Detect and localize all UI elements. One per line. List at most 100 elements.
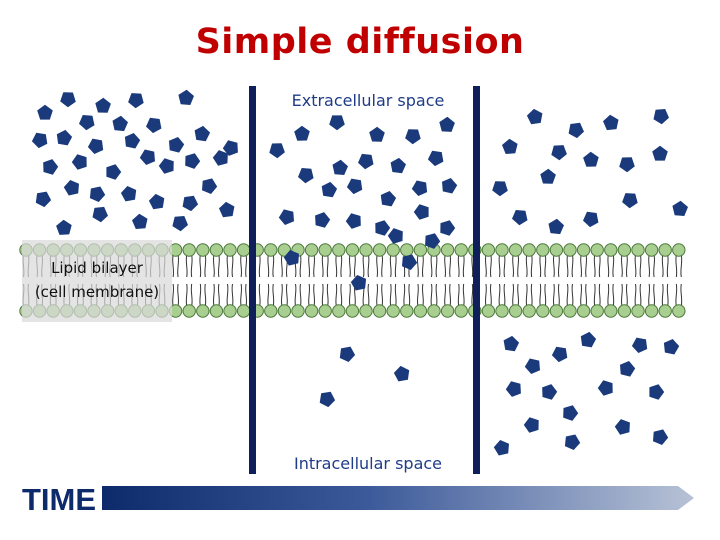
panel-divider-right: [473, 86, 480, 474]
lipid-tails: [484, 254, 492, 307]
solute-molecule: [339, 346, 356, 362]
lipid-tails: [675, 254, 683, 307]
solute-molecule: [402, 254, 418, 270]
solute-molecule: [405, 129, 421, 145]
solute-molecule: [620, 361, 636, 377]
solute-molecule: [169, 137, 185, 153]
solute-molecule: [56, 219, 72, 235]
lipid-head: [182, 243, 196, 257]
solute-molecule: [542, 384, 558, 400]
lipid-tails: [280, 254, 288, 307]
solute-molecule: [502, 138, 518, 154]
solute-molecule: [672, 200, 688, 216]
lipid-tails: [566, 254, 574, 307]
extracellular-label: Extracellular space: [292, 91, 445, 110]
lipid-tails: [389, 254, 397, 307]
solute-molecule: [503, 335, 520, 352]
lipid-head: [576, 304, 591, 318]
lipid-tails: [444, 254, 452, 307]
lipid-head: [236, 243, 251, 257]
lipid-head: [400, 304, 414, 318]
solute-molecule: [158, 158, 174, 174]
solute-molecule: [63, 180, 79, 196]
solute-molecule: [597, 380, 613, 396]
solute-molecule: [551, 346, 568, 363]
lipid-tails: [607, 254, 615, 307]
lipid-head: [223, 243, 237, 257]
solute-molecule: [390, 157, 406, 174]
lipid-tails: [634, 254, 642, 307]
lipid-head: [196, 243, 210, 257]
solute-molecule: [298, 168, 314, 184]
lipid-tails: [416, 254, 424, 307]
lipid-head: [604, 243, 618, 257]
lipid-head: [617, 243, 632, 257]
solute-molecule: [182, 195, 199, 212]
solute-molecule: [652, 145, 668, 161]
lipid-head: [440, 304, 455, 318]
lipid-head: [236, 304, 251, 318]
lipid-head: [563, 304, 577, 318]
solute-molecule: [172, 216, 188, 232]
lipid-head: [658, 304, 672, 318]
lipid-head: [359, 243, 373, 257]
lipid-head: [440, 243, 455, 257]
solute-molecule: [492, 181, 508, 197]
solute-molecule: [332, 159, 348, 175]
lipid-tails: [539, 254, 547, 307]
lipid-head: [372, 243, 387, 257]
solute-molecule: [124, 133, 141, 149]
lipid-head: [209, 243, 224, 257]
lipid-tails: [294, 254, 302, 307]
lipid-head: [196, 304, 210, 318]
lipid-head: [522, 243, 536, 257]
solute-molecule: [139, 149, 155, 165]
solute-molecule: [663, 339, 680, 355]
lipid-head: [209, 304, 224, 318]
lipid-tails: [457, 254, 465, 307]
lipid-head: [345, 243, 360, 257]
solute-molecule: [442, 178, 458, 194]
lipid-head: [672, 243, 686, 257]
solute-molecule: [31, 132, 48, 149]
lipid-tails: [348, 254, 356, 307]
solute-molecule: [92, 206, 108, 223]
solute-molecule: [583, 151, 599, 167]
lipid-tails: [512, 254, 520, 307]
lipid-tails: [648, 254, 656, 307]
lipid-tails: [376, 254, 384, 307]
solute-molecule: [319, 391, 336, 408]
lipid-head: [372, 304, 387, 318]
solute-molecule: [411, 180, 428, 196]
solute-molecule: [87, 138, 104, 154]
lipid-head: [454, 243, 468, 257]
solute-molecule: [631, 337, 648, 353]
solute-molecule: [219, 201, 235, 218]
solute-molecule: [315, 212, 331, 228]
solute-molecule: [71, 154, 87, 170]
page-title: Simple diffusion: [195, 22, 525, 62]
solute-molecule: [128, 93, 144, 109]
solute-molecule: [350, 275, 367, 291]
solute-molecule: [493, 440, 509, 456]
solute-molecule: [427, 150, 444, 167]
solute-molecule: [202, 178, 218, 194]
lipid-head: [386, 243, 400, 257]
lipid-head: [481, 304, 496, 318]
lipid-head: [413, 243, 428, 257]
solute-molecule: [185, 153, 201, 169]
lipid-head: [400, 243, 414, 257]
membrane-label-line1: Lipid bilayer: [51, 259, 144, 277]
lipid-head: [563, 243, 577, 257]
solute-molecule: [148, 193, 165, 210]
solute-molecule: [425, 233, 441, 249]
lipid-head: [631, 243, 645, 257]
lipid-head: [359, 304, 373, 318]
lipid-tails: [498, 254, 506, 307]
lipid-tails: [335, 254, 343, 307]
solute-molecule: [178, 89, 194, 105]
membrane-label-box: [22, 240, 172, 322]
lipid-head: [481, 243, 496, 257]
lipid-head: [182, 304, 196, 318]
